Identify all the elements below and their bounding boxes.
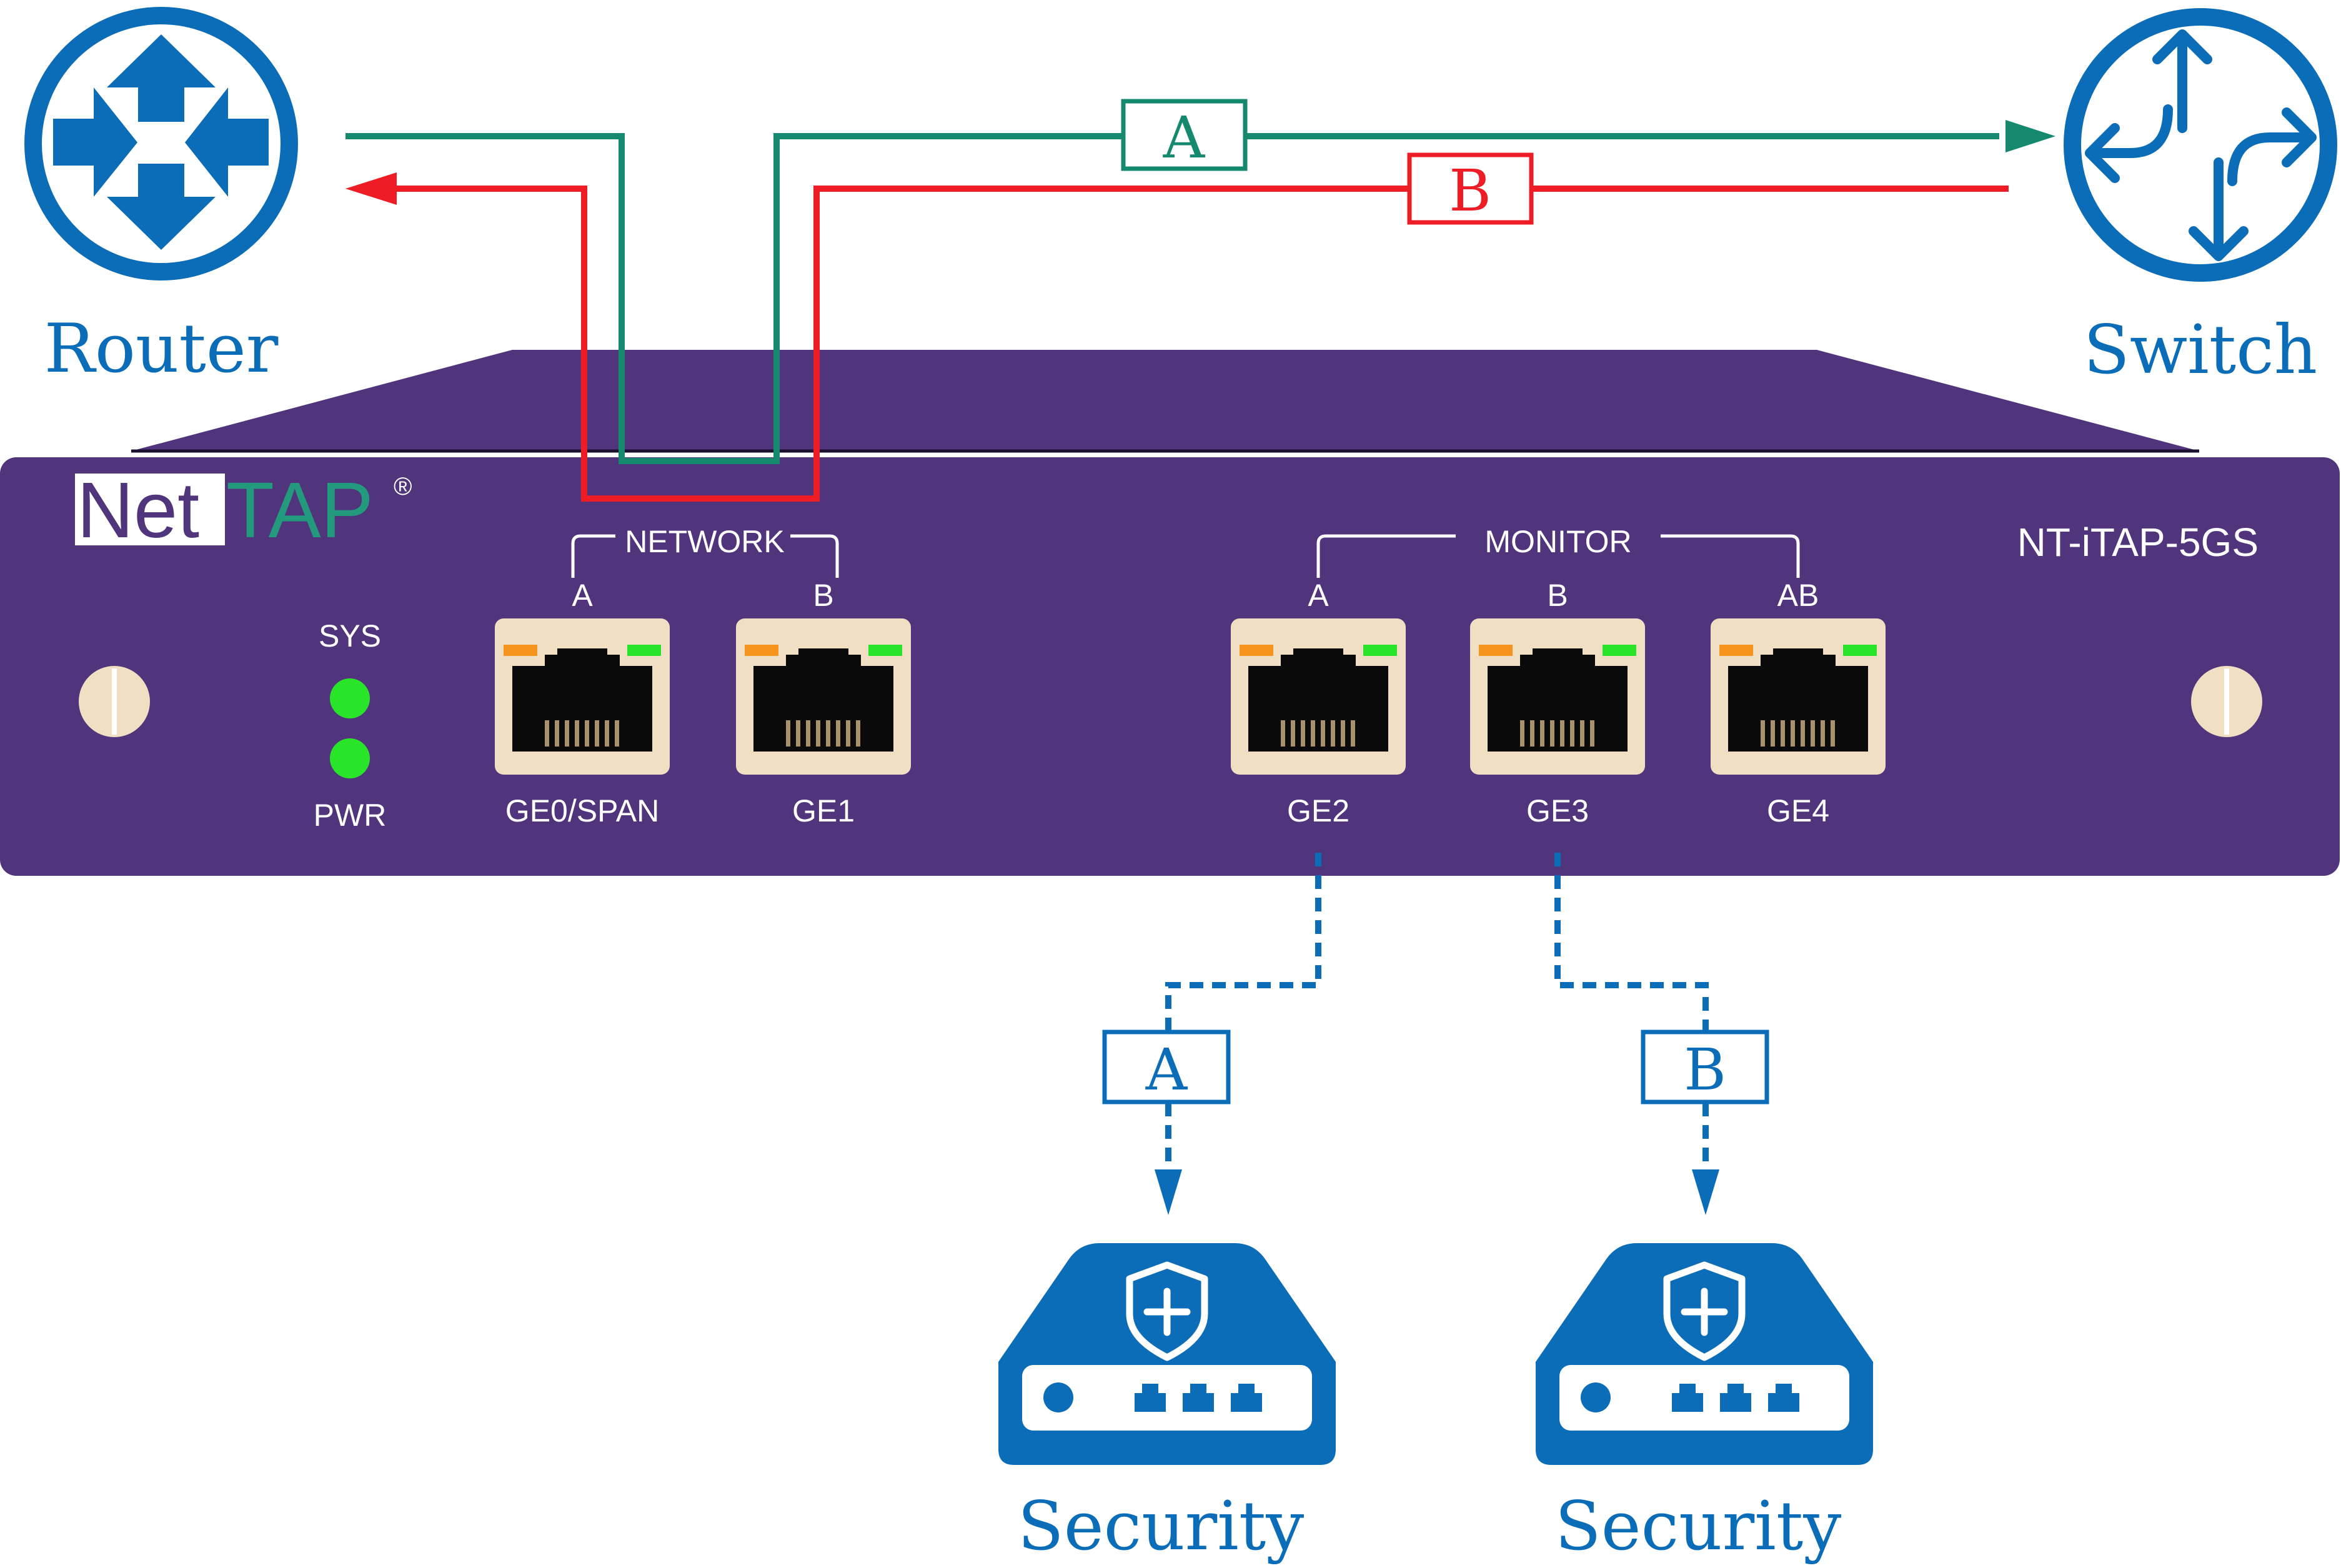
network-group-bracket [571,534,839,578]
port-name-label: GE2 [1287,793,1349,828]
security-b-label: Security [1555,1487,1842,1566]
monitor-b-tag-text: B [1684,1036,1726,1103]
brand-registered: ® [394,473,412,500]
router-icon [24,7,298,280]
monitor-a-arrowhead [1155,1169,1182,1215]
stream-a-tag: A [1121,99,1248,171]
ethernet-port: B GE1 [736,578,911,828]
stream-a-arrowhead [2006,120,2055,152]
sys-label: SYS [319,618,381,653]
monitor-a-tag-text: A [1145,1036,1188,1103]
monitor-a-feed-line [1165,853,1321,1031]
security-appliance-icon [998,1243,1336,1465]
sys-led [330,678,370,718]
port-top-label: A [1308,578,1329,613]
stream-b-arrowhead [345,172,397,205]
port-top-label: B [813,578,833,613]
network-group-label: NETWORK [625,524,785,559]
port-name-label: GE1 [792,793,855,828]
pwr-led [330,738,370,778]
model-name: NT-iTAP-5GS [2017,520,2259,565]
switch-label: Switch [2084,311,2317,389]
port-name-label: GE3 [1526,793,1589,828]
security-appliance-a [998,1243,1336,1465]
security-appliance-icon [1536,1243,1873,1465]
ethernet-port: A GE2 [1231,578,1406,828]
port-name-label: GE4 [1767,793,1829,828]
pwr-label: PWR [314,798,387,833]
port-top-label: AB [1777,578,1819,613]
nettap-logo: Net TAP ® [75,466,412,554]
ethernet-port: AB GE4 [1711,578,1886,828]
left-screw [79,666,150,737]
security-appliance-b [1536,1243,1873,1465]
right-screw [2191,666,2262,737]
port-top-label: B [1547,578,1568,613]
tap-device: Net TAP ® NT-iTAP-5GS SYS PWR NETWORK MO… [0,350,2340,876]
stream-b-tag-text: B [1449,157,1491,224]
monitor-group-bracket [1316,534,1800,578]
ethernet-port: A GE0/SPAN [495,578,670,828]
monitor-b-arrowhead [1692,1169,1719,1215]
device-top-bevel [131,350,2199,451]
stream-b-tag: B [1407,152,1534,225]
monitor-group-label: MONITOR [1484,524,1631,559]
port-top-label: A [572,578,593,613]
router-label: Router [44,310,279,388]
brand-tap: TAP [226,466,374,554]
monitor-b-tag: B [1641,1030,1769,1104]
port-name-label: GE0/SPAN [505,793,659,828]
security-a-label: Security [1018,1487,1305,1566]
monitor-b-feed-line [1554,853,1709,1031]
stream-a-tag-text: A [1163,104,1206,171]
ethernet-port: B GE3 [1470,578,1645,828]
stream-b-line [394,186,2009,502]
brand-net: Net [77,466,199,554]
monitor-a-tag: A [1102,1030,1231,1104]
stream-a-line [345,133,1999,464]
switch-icon [2064,8,2337,282]
